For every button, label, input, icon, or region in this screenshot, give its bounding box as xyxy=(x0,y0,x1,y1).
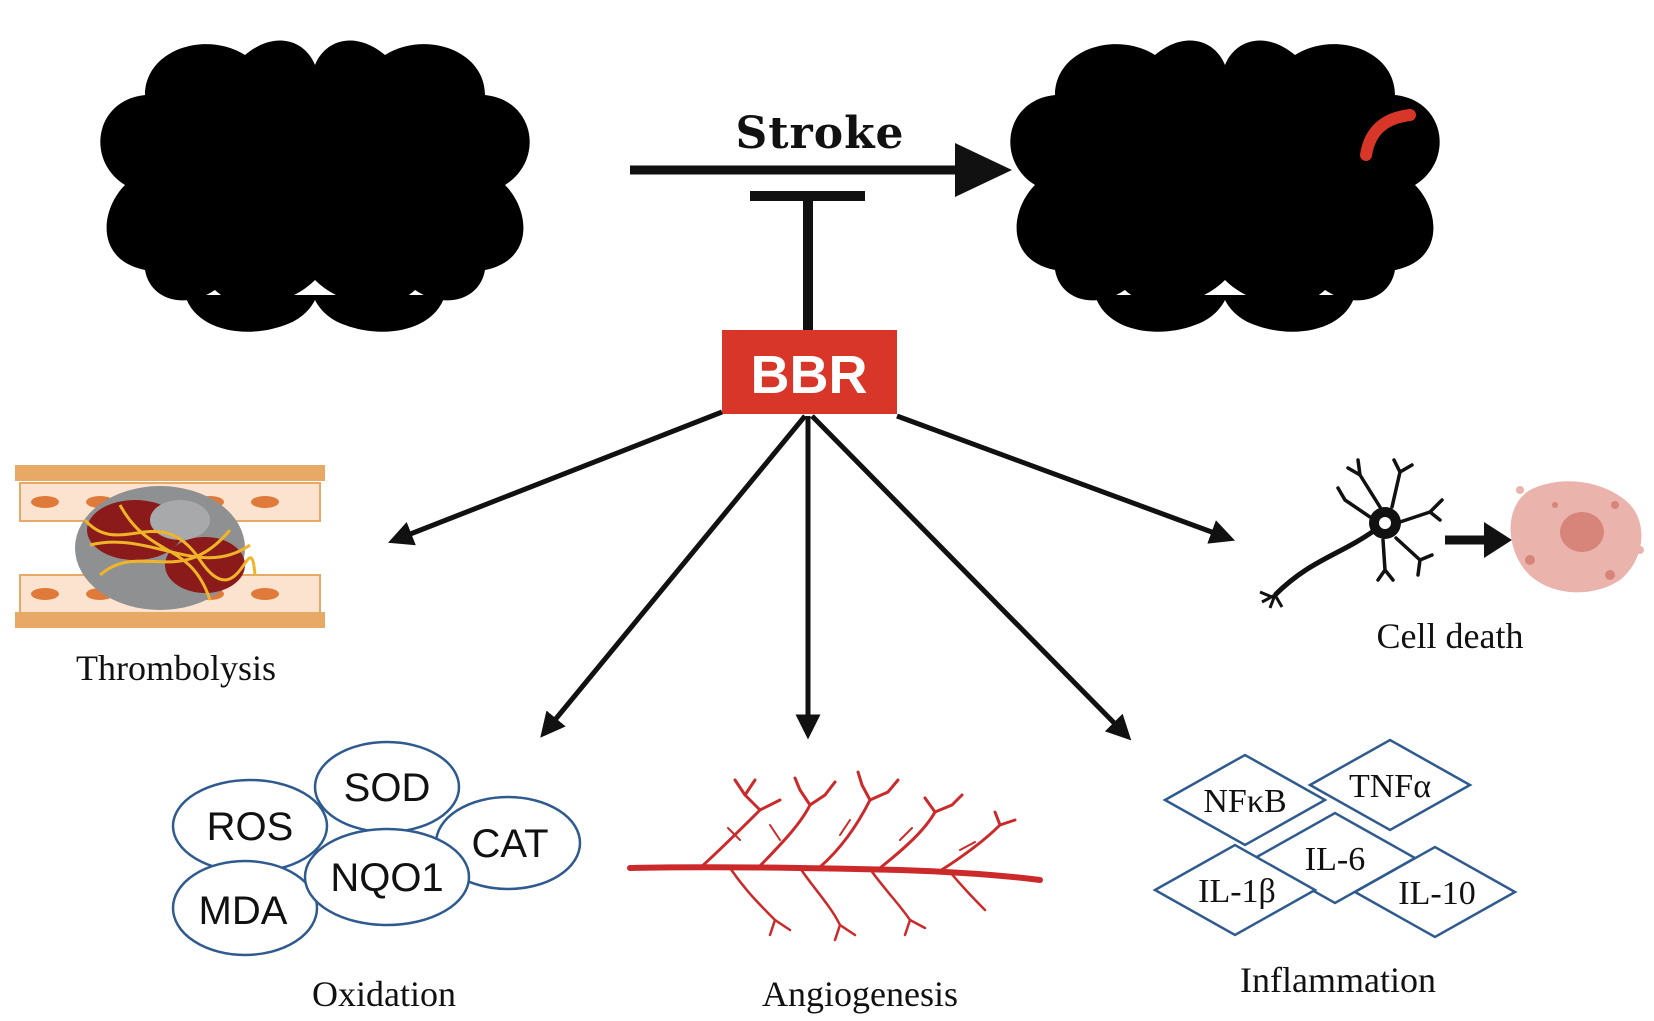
marker-il6: IL-6 xyxy=(1305,841,1365,878)
dead-cell-icon xyxy=(1510,481,1644,593)
marker-diamond-il10 xyxy=(1352,845,1518,939)
marker-oval-mda xyxy=(171,859,319,957)
bbr-box xyxy=(722,330,897,414)
marker-diamond-tnfa xyxy=(1307,738,1473,832)
thrombus-illustration xyxy=(15,465,325,628)
inflammation-label: Inflammation xyxy=(1240,960,1436,1000)
neuron-icon xyxy=(1259,458,1444,609)
stroke-arrow-head xyxy=(955,143,1012,197)
blood-vessel-illustration xyxy=(627,770,1043,942)
arrow-to-oxidation xyxy=(540,414,807,738)
oxidation-markers: ROS SOD CAT NQO1 MDA xyxy=(171,740,582,957)
oxidation-label: Oxidation xyxy=(312,974,456,1014)
marker-oval-nqo1 xyxy=(303,827,471,927)
healthy-brain-icon xyxy=(100,40,530,332)
cell-death-arrow-head xyxy=(1484,522,1512,558)
inflammation-markers: NFκB TNFα IL-6 IL-1β IL-10 xyxy=(1152,738,1518,939)
arrow-to-inflammation xyxy=(810,414,1132,741)
marker-diamond-nfkb xyxy=(1162,753,1328,847)
stroke-brain-icon xyxy=(1010,40,1440,332)
marker-cat: CAT xyxy=(471,822,548,866)
marker-nfkb: NFκB xyxy=(1203,783,1286,820)
marker-tnfa: TNFα xyxy=(1349,768,1431,805)
thrombolysis-label: Thrombolysis xyxy=(76,648,276,688)
marker-ros: ROS xyxy=(207,805,294,849)
arrow-to-cell-death xyxy=(896,413,1236,544)
stroke-label: Stroke xyxy=(735,108,904,159)
arrow-to-thrombolysis xyxy=(388,409,723,546)
marker-il10: IL-10 xyxy=(1398,875,1475,912)
cell-death-label: Cell death xyxy=(1377,616,1524,656)
stroke-lesion-mark xyxy=(1360,109,1416,161)
marker-sod: SOD xyxy=(344,766,431,810)
marker-mda: MDA xyxy=(199,889,288,933)
angiogenesis-label: Angiogenesis xyxy=(762,974,958,1014)
marker-il1b: IL-1β xyxy=(1198,873,1276,910)
marker-diamond-il1b xyxy=(1152,843,1318,937)
bbr-label: BBR xyxy=(751,345,868,405)
marker-nqo1: NQO1 xyxy=(330,856,443,900)
